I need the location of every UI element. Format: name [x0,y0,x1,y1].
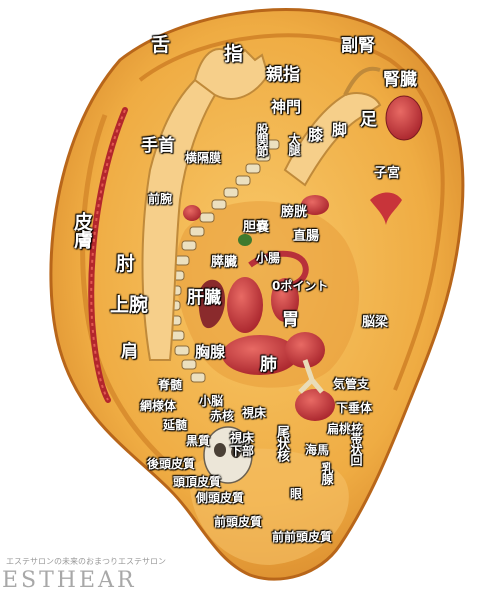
label-tongue: 舌 [151,34,171,56]
label-pancreas: 膵臓 [211,255,238,270]
label-shinmon: 神門 [271,98,302,116]
helix-rim [138,33,445,391]
label-finger: 指 [224,43,244,65]
label-thumb: 親指 [266,65,300,85]
label-diaphragm: 横隔膜 [185,151,222,165]
label-spinal-cord: 脊髄 [158,378,183,392]
label-hypothalamus: 視床下部 [230,431,255,459]
watermark-tagline: エステサロンの未来のおまつりエステサロン [6,557,166,566]
label-cingulate: 帯状回 [349,432,363,465]
label-knee: 膝 [308,126,324,144]
label-occipital-cortex: 後頭皮質 [147,457,196,471]
label-amygdala: 扁桃核 [327,422,364,436]
stomach-shape [227,277,263,333]
label-foot: 足 [360,110,377,130]
skull-shape [203,426,253,484]
label-corpus-callosum: 脳梁 [362,315,389,330]
label-skin: 皮膚 [71,212,93,248]
label-hip-joint: 股関節 [255,123,269,156]
liver-shape [198,279,225,329]
label-thymus: 胸腺 [195,343,226,361]
label-leg: 脚 [332,121,348,139]
bladder-shape [301,195,329,215]
hand [193,48,270,100]
label-mammillary: 乳腺 [320,462,334,484]
label-frontal-cortex: 前頭皮質 [214,515,263,529]
label-stomach: 胃 [282,310,299,330]
label-cerebellum: 小脳 [199,394,224,408]
label-medulla: 延髄 [163,418,188,432]
gallbladder-shape [238,234,252,246]
label-substantia-nigra: 黒質 [186,434,211,448]
label-lung: 肺 [260,355,277,375]
label-caudate: 尾状核 [274,425,289,461]
label-wrist: 手首 [141,136,175,156]
label-small-intestine: 小腸 [256,251,281,265]
label-bladder: 膀胱 [281,205,308,220]
label-gallbladder: 胆嚢 [243,220,270,235]
label-kidney: 腎臓 [383,70,417,90]
bronchi-shape [298,359,324,394]
label-pituitary: 下垂体 [336,401,373,415]
label-bronchi: 気管支 [333,377,370,391]
label-eye: 眼 [290,487,303,501]
uterus-shape [370,192,402,225]
label-liver: 肝臓 [187,288,221,308]
label-hippocampus: 海馬 [305,443,330,457]
label-temporal-cortex: 側頭皮質 [196,491,245,505]
skin-vessel [88,107,128,403]
spine [165,139,280,383]
label-zero-point: 0ポイント [272,279,329,293]
label-forearm: 前腕 [148,192,173,206]
label-thigh: 太腿 [287,133,301,155]
label-reticular: 網様体 [140,399,177,413]
label-shoulder: 肩 [121,342,138,362]
leg [283,92,382,187]
label-rectum: 直腸 [293,229,320,244]
heart-shape [183,205,201,221]
kidney-shape [385,95,423,141]
label-parietal-cortex: 頭頂皮質 [173,475,222,489]
label-red-nucleus: 赤核 [210,409,235,423]
label-upper-arm: 上腕 [110,294,149,316]
watermark-brand: ESTHEAR [2,568,137,593]
lung-shape [222,335,298,375]
label-thalamus: 視床 [242,406,267,420]
label-prefrontal-cortex: 前前頭皮質 [272,530,333,544]
label-adrenal: 副腎 [341,36,375,56]
label-uterus: 子宮 [374,166,401,181]
label-elbow: 肘 [116,253,136,275]
